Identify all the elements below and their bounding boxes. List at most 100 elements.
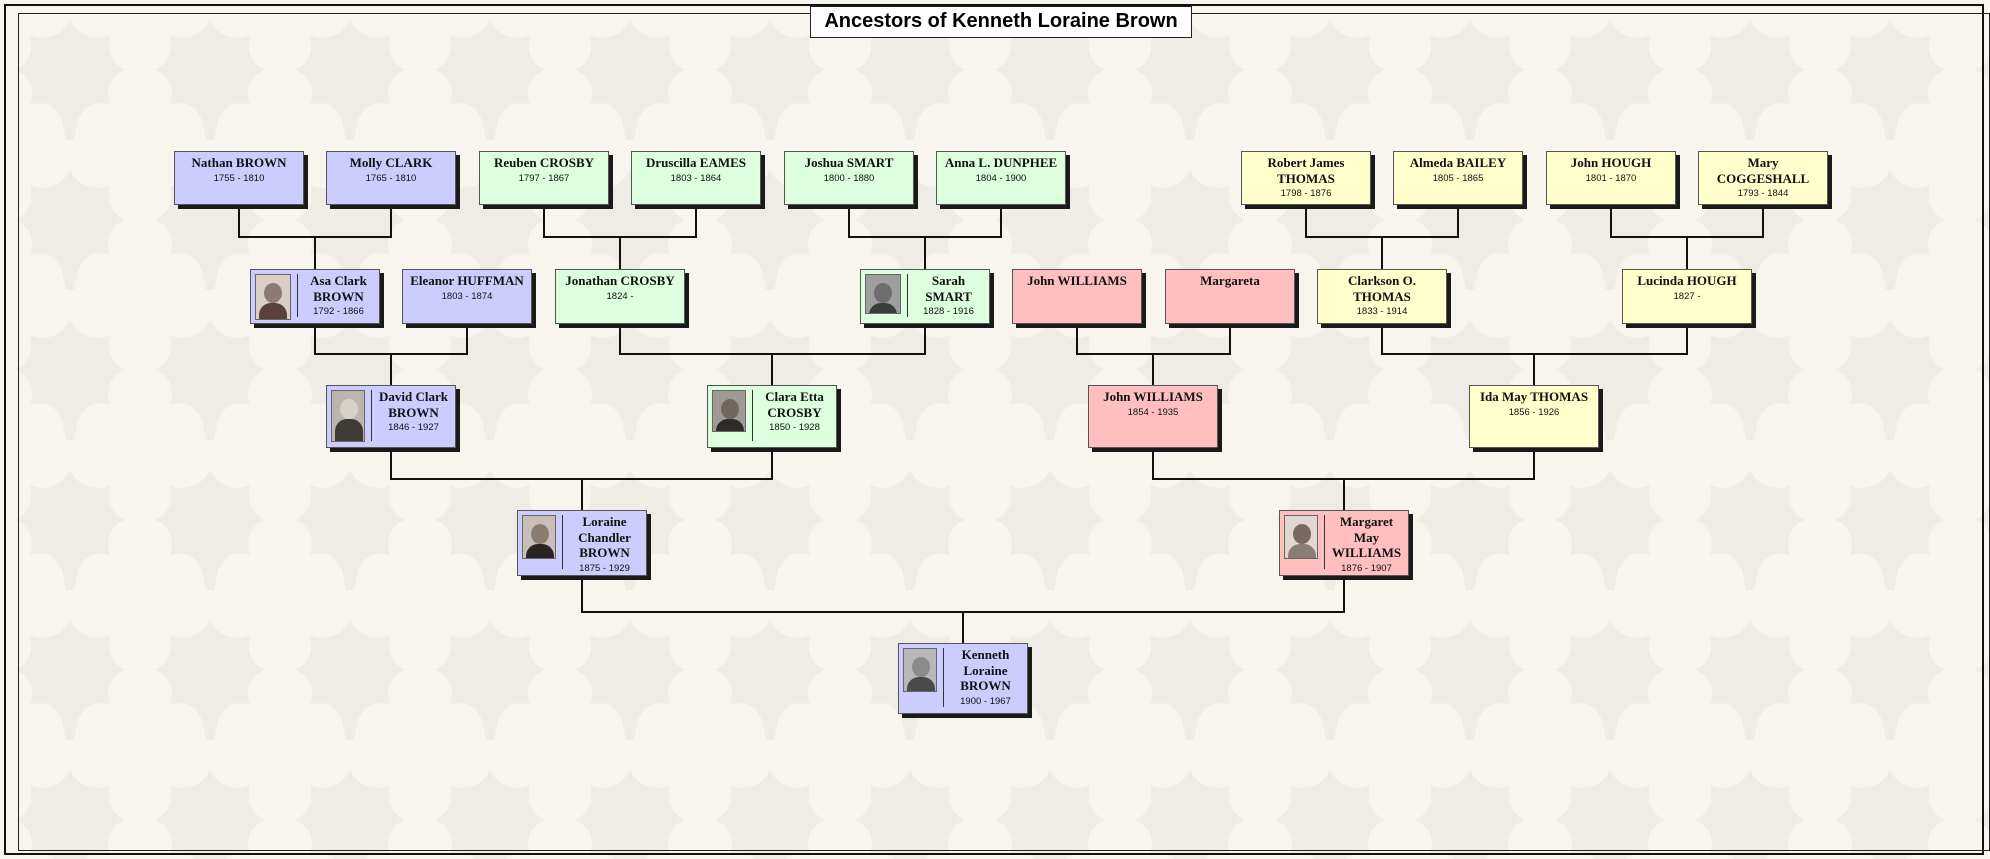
person-dates: 1755 - 1810 xyxy=(213,172,265,184)
person-name: Eleanor HUFFMAN xyxy=(410,273,524,288)
person-name: Margareta xyxy=(1200,273,1260,288)
person-dates: 1824 - xyxy=(606,290,634,302)
person-box-jonathan-crosby[interactable]: Jonathan CROSBY 1824 - xyxy=(555,269,685,324)
person-name: Jonathan CROSBY xyxy=(565,273,675,288)
photo-divider xyxy=(562,515,563,569)
person-dates: 1800 - 1880 xyxy=(823,172,875,184)
person-name: BROWN xyxy=(313,288,364,304)
person-box-druscilla-eames[interactable]: Druscilla EAMES 1803 - 1864 xyxy=(631,151,761,205)
portrait-photo xyxy=(255,274,291,320)
person-name: Clarkson O. xyxy=(1348,273,1416,288)
person-name: THOMAS xyxy=(1353,288,1411,304)
person-name: SMART xyxy=(925,288,972,304)
person-name: Margaret xyxy=(1339,514,1394,529)
person-name: Druscilla EAMES xyxy=(645,155,747,170)
person-name: Almeda BAILEY xyxy=(1409,155,1507,170)
person-box-ida-may-thomas[interactable]: Ida May THOMAS 1856 - 1926 xyxy=(1469,385,1599,448)
person-name: Reuben CROSBY xyxy=(493,155,595,170)
person-dates: 1875 - 1929 xyxy=(579,562,630,574)
person-dates: 1792 - 1866 xyxy=(313,306,364,317)
person-dates: 1793 - 1844 xyxy=(1737,188,1789,199)
person-name: BROWN xyxy=(579,545,630,560)
person-name: John HOUGH xyxy=(1570,155,1652,170)
person-name: Loraine xyxy=(963,662,1008,678)
person-name: David Clark xyxy=(379,389,448,404)
person-dates: 1876 - 1907 xyxy=(1341,562,1392,574)
photo-divider xyxy=(752,390,753,441)
person-name: WILLIAMS xyxy=(1331,545,1402,560)
person-box-nathan-brown[interactable]: Nathan BROWN 1755 - 1810 xyxy=(174,151,304,205)
person-box-joshua-smart[interactable]: Joshua SMART 1800 - 1880 xyxy=(784,151,914,205)
person-box-molly-clark[interactable]: Molly CLARK 1765 - 1810 xyxy=(326,151,456,205)
person-name: Molly CLARK xyxy=(349,155,433,170)
person-name: Robert James xyxy=(1267,155,1345,170)
person-dates: 1805 - 1865 xyxy=(1432,172,1484,184)
person-dates: 1827 - xyxy=(1673,290,1701,302)
person-dates: 1803 - 1864 xyxy=(670,172,722,184)
person-name: Ida May THOMAS xyxy=(1479,389,1589,404)
portrait-photo xyxy=(331,390,365,442)
person-name: Asa Clark xyxy=(310,273,367,288)
person-dates: 1850 - 1928 xyxy=(769,422,820,433)
person-dates: 1900 - 1967 xyxy=(960,695,1011,707)
portrait-photo xyxy=(903,648,937,692)
person-box-lucinda-hough[interactable]: Lucinda HOUGH 1827 - xyxy=(1622,269,1752,324)
person-dates: 1801 - 1870 xyxy=(1585,172,1637,184)
person-dates: 1798 - 1876 xyxy=(1280,188,1332,199)
person-name: Anna L. DUNPHEE xyxy=(944,155,1058,170)
person-dates: 1804 - 1900 xyxy=(975,172,1027,184)
person-box-john-williams[interactable]: John WILLIAMS 1854 - 1935 xyxy=(1088,385,1218,448)
portrait-photo xyxy=(712,390,746,432)
person-dates: 1765 - 1810 xyxy=(365,172,417,184)
person-dates: 1846 - 1927 xyxy=(388,422,439,433)
person-name: BROWN xyxy=(388,404,439,420)
person-dates: 1854 - 1935 xyxy=(1127,406,1179,418)
person-name: Loraine xyxy=(582,514,627,529)
portrait-photo xyxy=(522,515,556,559)
person-dates: 1803 - 1874 xyxy=(441,290,493,302)
photo-divider xyxy=(1324,515,1325,569)
person-box-margareta[interactable]: Margareta xyxy=(1165,269,1295,324)
person-name: Clara Etta xyxy=(765,389,824,404)
person-box-eleanor-huffman[interactable]: Eleanor HUFFMAN 1803 - 1874 xyxy=(402,269,532,324)
person-box-john-williams-sr[interactable]: John WILLIAMS xyxy=(1012,269,1142,324)
person-name: Chandler xyxy=(578,529,631,545)
photo-divider xyxy=(297,274,298,317)
person-box-john-hough[interactable]: John HOUGH 1801 - 1870 xyxy=(1546,151,1676,205)
person-name: Nathan BROWN xyxy=(191,155,287,170)
photo-divider xyxy=(371,390,372,441)
photo-divider xyxy=(943,648,944,707)
person-name: John WILLIAMS xyxy=(1103,389,1203,404)
person-name: John WILLIAMS xyxy=(1027,273,1127,288)
person-name: May xyxy=(1353,529,1380,545)
person-name: BROWN xyxy=(960,678,1011,693)
person-box-reuben-crosby[interactable]: Reuben CROSBY 1797 - 1867 xyxy=(479,151,609,205)
portrait-photo xyxy=(1284,515,1318,559)
person-name: Joshua SMART xyxy=(804,155,894,170)
person-dates: 1856 - 1926 xyxy=(1508,406,1560,418)
person-dates: 1797 - 1867 xyxy=(518,172,570,184)
person-name: Mary xyxy=(1747,155,1779,170)
person-name: Sarah xyxy=(931,273,966,288)
person-name: CROSBY xyxy=(767,404,822,420)
person-box-almeda-bailey[interactable]: Almeda BAILEY 1805 - 1865 xyxy=(1393,151,1523,205)
person-name: THOMAS xyxy=(1277,170,1335,186)
chart-outer-border xyxy=(4,4,1984,855)
person-dates: 1828 - 1916 xyxy=(923,306,974,317)
person-name: Lucinda HOUGH xyxy=(1637,273,1737,288)
person-box-anna-dunphee[interactable]: Anna L. DUNPHEE 1804 - 1900 xyxy=(936,151,1066,205)
chart-title: Ancestors of Kenneth Loraine Brown xyxy=(810,6,1192,38)
person-name: Kenneth xyxy=(961,647,1010,662)
portrait-photo xyxy=(865,274,901,314)
